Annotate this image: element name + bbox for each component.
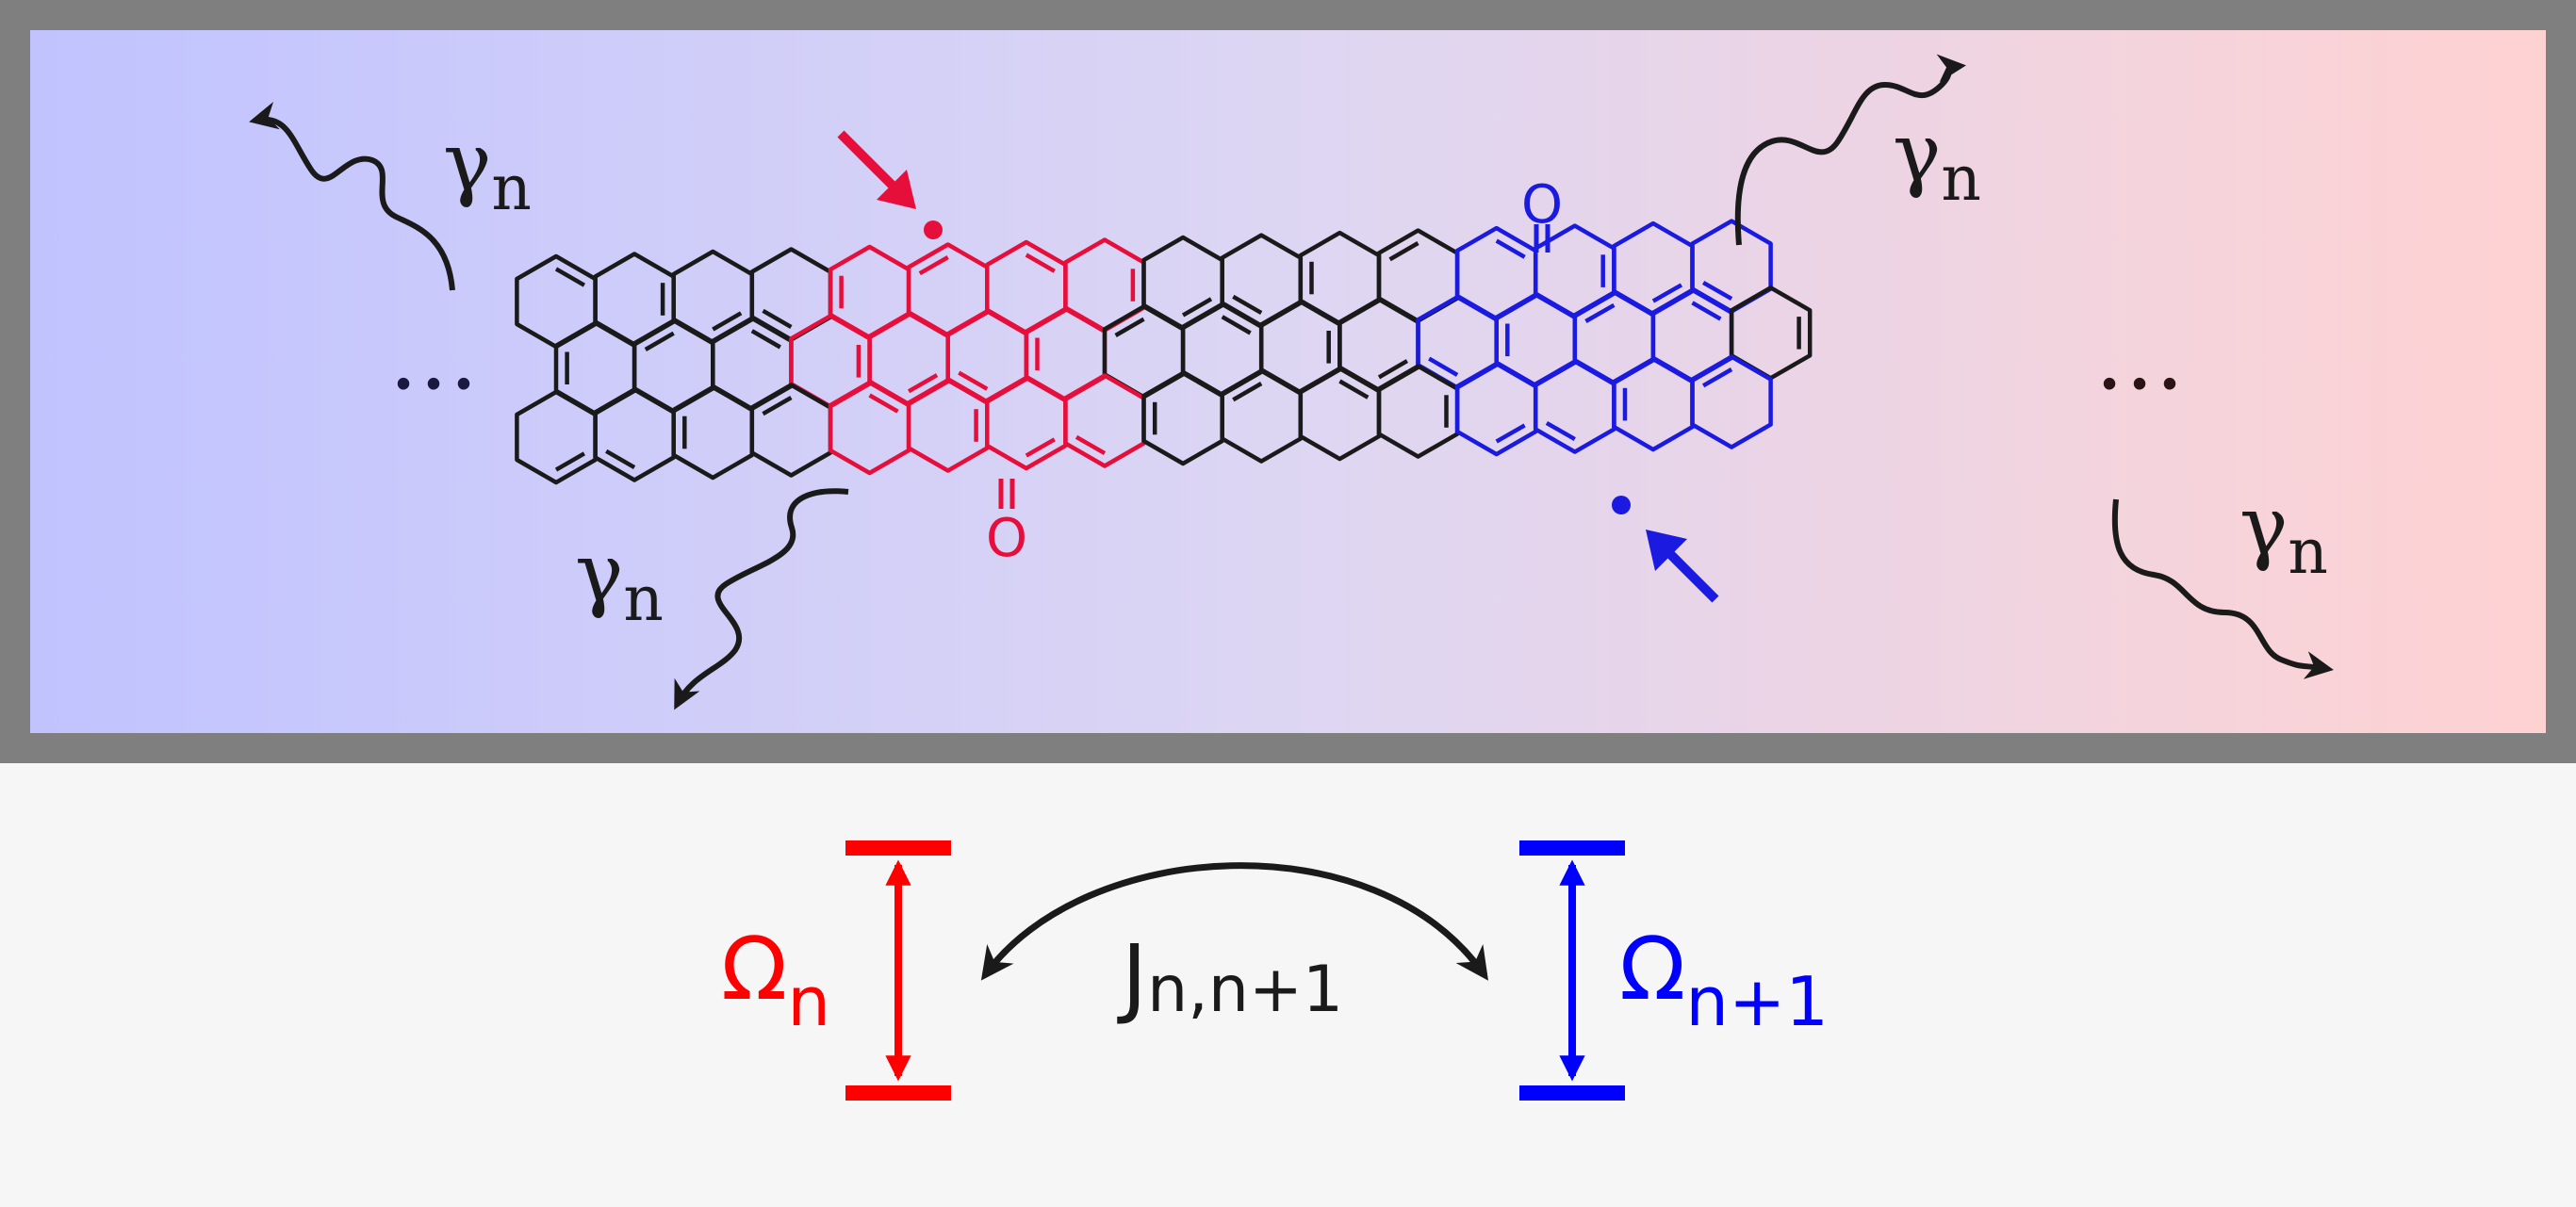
double-bond (918, 255, 949, 276)
wavy-arrow-icon-top-right (1734, 54, 1966, 246)
double-bond (762, 396, 793, 416)
double-bond (554, 267, 586, 287)
graphene-nanoribbon (515, 219, 1813, 485)
double-bond (1584, 302, 1616, 323)
double-bond (868, 393, 899, 414)
double-bond (958, 370, 989, 391)
wavy-arrow-icon-bottom-left (674, 488, 849, 710)
continuation-right: … (2094, 304, 2185, 410)
svg-text:γn: γn (1893, 106, 1981, 215)
coupling-label: Jn,n+1 (1117, 926, 1343, 1027)
decay-label-top-left: γn (443, 116, 532, 224)
svg-text:γn: γn (575, 527, 664, 635)
double-bond (1428, 356, 1459, 377)
double-bond (1075, 434, 1107, 456)
double-bond (1221, 315, 1252, 335)
double-bond (1025, 253, 1056, 273)
wavy-arrow-icon-bottom-right (2111, 498, 2334, 679)
double-bond (1025, 437, 1056, 458)
continuation-left: … (388, 304, 479, 410)
ketone-oxygen-blue: O (1521, 174, 1563, 236)
double-bond (644, 331, 675, 351)
double-bond (1232, 382, 1263, 402)
double-bond (1181, 297, 1213, 318)
omega-n-label: Ωn (721, 919, 830, 1041)
wavy-arrow-icon-top-left (249, 102, 455, 291)
double-bond (1338, 379, 1370, 400)
double-bond (1651, 283, 1683, 303)
panel-background (30, 30, 2546, 733)
double-bond (762, 308, 793, 330)
double-bond (1691, 301, 1722, 321)
radical-dot-red (924, 220, 943, 239)
omega-n1-label: Ωn+1 (1619, 919, 1829, 1041)
hexagon-ring-icon (1690, 354, 1773, 449)
double-bond (1701, 367, 1733, 388)
decay-label-bottom-left: γn (575, 527, 664, 635)
double-bond (1232, 294, 1263, 316)
double-bond (1377, 359, 1409, 380)
double-bond (712, 311, 743, 332)
double-bond (907, 373, 939, 394)
double-bond (605, 449, 636, 470)
double-bond (1495, 423, 1526, 444)
double-bond (554, 451, 586, 472)
radical-dot-blue (1612, 496, 1631, 514)
decay-label-top-right: γn (1893, 106, 1981, 215)
svg-text:γn: γn (443, 116, 532, 224)
svg-text:γn: γn (2240, 480, 2328, 588)
double-bond (1388, 241, 1419, 262)
decay-label-bottom-right: γn (2240, 480, 2328, 588)
double-bond (1701, 280, 1733, 302)
ketone-oxygen-red: O (986, 508, 1027, 569)
double-bond (750, 329, 781, 350)
arrowhead-red (877, 170, 916, 209)
double-bond (1114, 317, 1145, 337)
curved-double-arrow-icon (980, 862, 1489, 981)
double-bond (1545, 420, 1576, 442)
arrowhead-blue (1646, 530, 1687, 571)
double-bond (1495, 238, 1526, 259)
energy-level-right (1519, 840, 1625, 1101)
energy-level-left (845, 840, 951, 1101)
